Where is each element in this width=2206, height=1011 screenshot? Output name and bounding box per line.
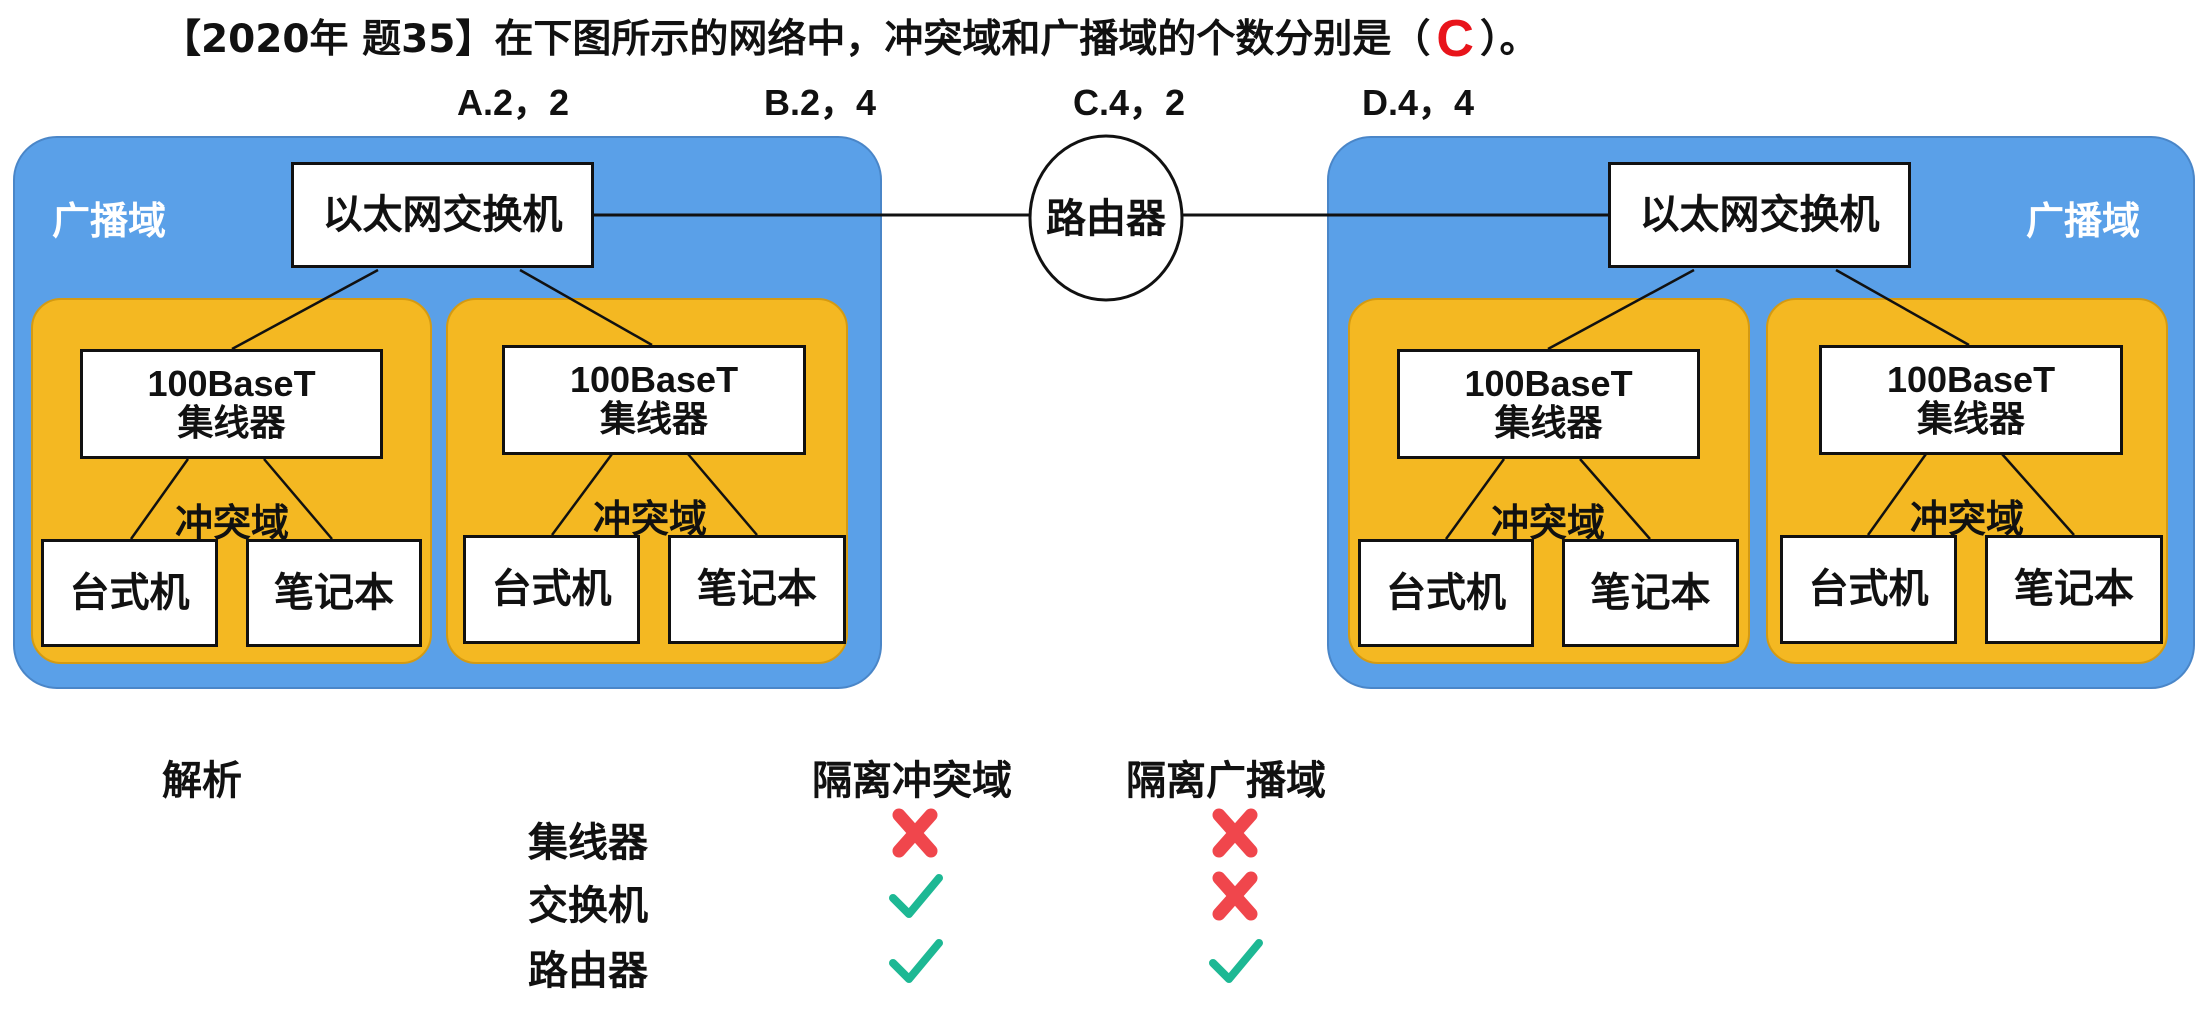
desktop-left-1: 台式机	[41, 539, 218, 647]
hub-label: 集线器	[1916, 399, 2025, 440]
option-c: C.4，2	[1073, 82, 1186, 123]
check-icon	[1205, 931, 1265, 991]
check-icon	[885, 931, 945, 991]
hub-label: 集线器	[1494, 403, 1603, 444]
laptop-left-2: 笔记本	[668, 535, 846, 644]
hub-model: 100BaseT	[147, 362, 316, 404]
desktop-left-2: 台式机	[463, 535, 640, 644]
hub-label: 集线器	[599, 399, 708, 440]
left-broadcast-label: 广播域	[52, 199, 167, 243]
check-icon	[885, 866, 945, 926]
row-label-router: 路由器	[528, 948, 648, 994]
hub-model: 100BaseT	[569, 358, 739, 400]
question-suffix: ）。	[1479, 17, 1539, 62]
laptop-label: 笔记本	[697, 566, 817, 613]
hub-model: 100BaseT	[1886, 358, 2056, 400]
right-switch-label: 以太网交换机	[1639, 191, 1880, 238]
hub-right-1: 100BaseT 集线器	[1397, 349, 1700, 459]
question-prefix: 【2020年 题35】在下图所示的网络中，冲突域和广播域的个数分别是（	[162, 17, 1431, 62]
laptop-label: 笔记本	[274, 569, 394, 616]
column-header-collision: 隔离冲突域	[812, 758, 1012, 804]
laptop-left-1: 笔记本	[246, 539, 422, 647]
desktop-right-1: 台式机	[1358, 539, 1534, 647]
hub-left-1: 100BaseT 集线器	[80, 349, 383, 459]
desktop-label: 台式机	[69, 569, 190, 616]
collision-label-left-2: 冲突域	[592, 497, 708, 541]
right-broadcast-label: 广播域	[2026, 199, 2141, 243]
option-d: D.4，4	[1362, 82, 1475, 123]
desktop-label: 台式机	[1386, 569, 1506, 616]
row-label-switch: 交换机	[528, 883, 648, 929]
question-title: 【2020年 题35】在下图所示的网络中，冲突域和广播域的个数分别是（C）。	[162, 8, 1538, 69]
collision-label-right-1: 冲突域	[1490, 501, 1606, 545]
hub-left-2: 100BaseT 集线器	[502, 345, 806, 455]
laptop-right-1: 笔记本	[1562, 539, 1739, 647]
collision-label-left-1: 冲突域	[174, 501, 290, 545]
hub-label: 集线器	[177, 403, 286, 444]
row-label-hub: 集线器	[528, 820, 648, 866]
laptop-label: 笔记本	[2014, 566, 2134, 613]
answer-letter: C	[1436, 10, 1474, 68]
desktop-label: 台式机	[1808, 566, 1929, 613]
option-a: A.2，2	[457, 82, 570, 123]
desktop-label: 台式机	[491, 566, 612, 613]
laptop-right-2: 笔记本	[1985, 535, 2163, 644]
analysis-title: 解析	[162, 758, 242, 804]
hub-model: 100BaseT	[1464, 362, 1633, 404]
left-switch: 以太网交换机	[291, 162, 594, 268]
cross-icon	[885, 803, 945, 863]
right-switch: 以太网交换机	[1608, 162, 1911, 268]
hub-right-2: 100BaseT 集线器	[1819, 345, 2123, 455]
router-label: 路由器	[1046, 196, 1166, 243]
cross-icon	[1205, 866, 1265, 926]
desktop-right-2: 台式机	[1780, 535, 1957, 644]
left-switch-label: 以太网交换机	[322, 191, 563, 238]
collision-label-right-2: 冲突域	[1909, 497, 2025, 541]
cross-icon	[1205, 803, 1265, 863]
laptop-label: 笔记本	[1590, 569, 1711, 616]
option-b: B.2，4	[764, 82, 877, 123]
column-header-broadcast: 隔离广播域	[1126, 758, 1326, 804]
